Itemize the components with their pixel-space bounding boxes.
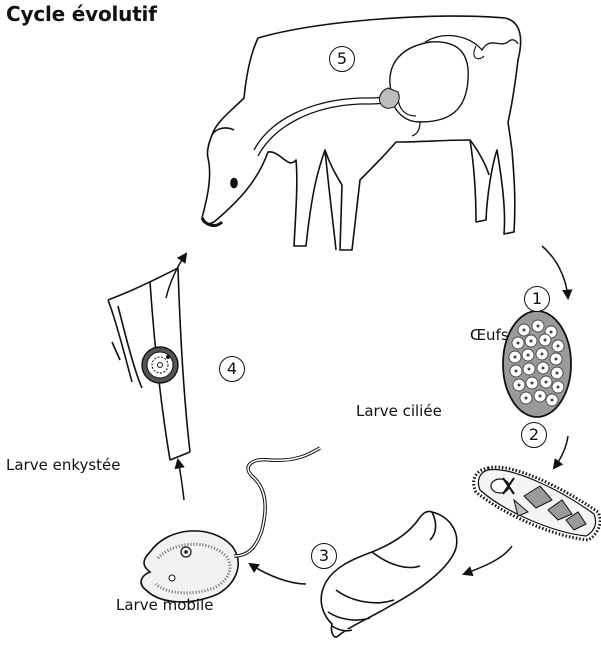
ciliated-larva-illustration <box>474 467 600 540</box>
arrow-eggs-to-larva <box>554 436 568 468</box>
arrow-cyst-to-cow <box>166 254 186 298</box>
snail-illustration <box>321 511 457 637</box>
arrow-larva-to-snail <box>464 546 512 574</box>
cow-illustration <box>202 16 521 250</box>
stage-number-4: 4 <box>219 356 245 382</box>
stage-number-2: 2 <box>521 422 547 448</box>
cyst-illustration <box>142 347 178 383</box>
stage-label-ciliated-larva: Larve ciliée <box>356 402 442 420</box>
egg-cluster-illustration <box>503 311 571 417</box>
stage-label-mobile-larva: Larve mobile <box>116 596 213 614</box>
stage-label-encysted-larva: Larve enkystée <box>6 456 121 474</box>
arrow-mobile-to-cyst <box>178 460 184 500</box>
mobile-larva-illustration <box>141 448 320 602</box>
arrow-snail-to-mobile <box>250 564 306 584</box>
stage-number-5: 5 <box>329 46 355 72</box>
stage-label-eggs: Œufs <box>470 326 509 344</box>
stage-number-3: 3 <box>311 543 337 569</box>
stage-number-1: 1 <box>524 286 550 312</box>
